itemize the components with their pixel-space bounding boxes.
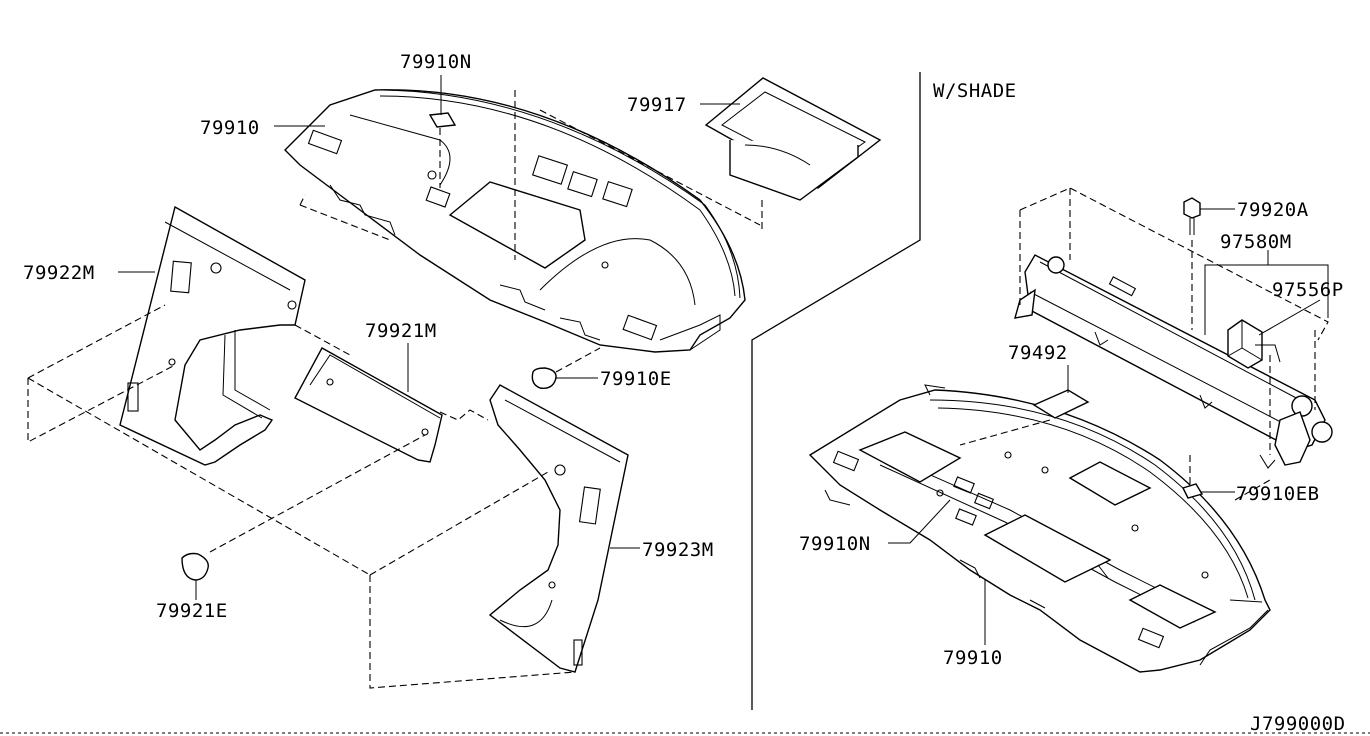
callout-79910n-top: 79910N: [400, 51, 472, 73]
clip-79910n-top: [428, 112, 457, 188]
callout-79910n-bottom: 79910N: [799, 533, 871, 555]
assembly-lines-shade: [1019, 187, 1329, 501]
callout-79492: 79492: [1008, 342, 1068, 364]
callout-79920a: 79920A: [1237, 199, 1309, 221]
callout-79910-top: 79910: [200, 117, 260, 139]
callout-79917: 79917: [627, 94, 687, 116]
drawing-code: J799000D: [1250, 713, 1346, 735]
callout-97580m: 97580M: [1220, 231, 1292, 253]
sunshade-roller-97580m: [1014, 254, 1333, 469]
callout-79910-bottom: 79910: [943, 647, 1003, 669]
bolt-79920a: [1183, 197, 1201, 330]
callout-79921e: 79921E: [156, 600, 228, 622]
callout-79922m: 79922M: [23, 262, 95, 284]
push-clip-79910e: [531, 347, 601, 389]
storage-tray-79917: [704, 77, 882, 230]
assembly-lines-top: [299, 90, 761, 260]
callout-79910eb: 79910EB: [1236, 483, 1320, 505]
side-finisher-79922m: [119, 205, 306, 466]
callout-79910e: 79910E: [600, 368, 672, 390]
pad-79492: [959, 389, 1090, 446]
callout-labels: 79910N 79910 79917 79922M 79921M 79910E …: [23, 51, 1346, 735]
assembly-lines-left: [27, 304, 576, 689]
leader-lines: [118, 75, 1329, 645]
rear-parcel-shelf-top: [284, 89, 746, 353]
section-divider: [751, 72, 921, 710]
section-label: W/SHADE: [933, 80, 1017, 102]
clip-79910eb: [1182, 483, 1204, 499]
callout-97556p: 97556P: [1272, 279, 1344, 301]
push-clip-79921e: [181, 552, 209, 598]
callout-79921m: 79921M: [365, 320, 437, 342]
center-finisher-79921m: [294, 347, 443, 463]
callout-79923m: 79923M: [642, 539, 714, 561]
rear-parcel-shelf-w-shade: [808, 384, 1271, 673]
shade-motor-97556p: [1227, 319, 1281, 369]
side-finisher-79923m: [488, 384, 629, 673]
